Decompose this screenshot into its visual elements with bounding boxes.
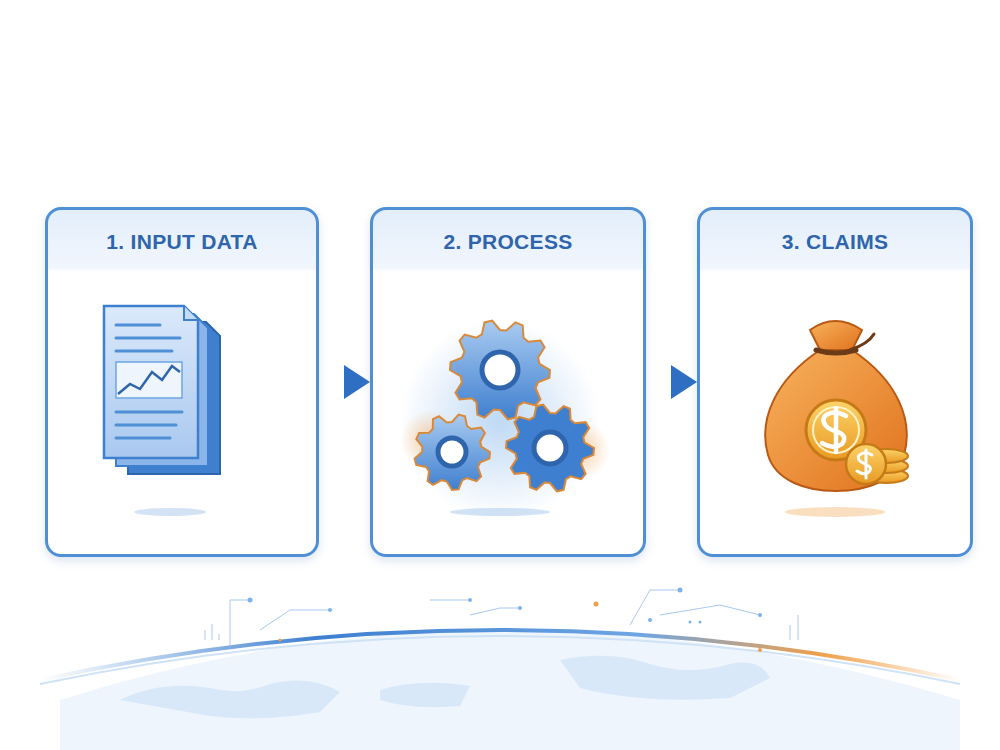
arrow-head [344, 365, 370, 399]
flow-arrow [319, 372, 346, 392]
flow-arrow [646, 372, 673, 392]
step-title: 3. CLAIMS [700, 210, 970, 254]
globe-decoration [40, 588, 960, 750]
step-title: 1. INPUT DATA [48, 210, 316, 254]
step-title: 2. PROCESS [373, 210, 643, 254]
step-box: 2. PROCESS [370, 207, 646, 557]
step-box: 1. INPUT DATA [45, 207, 319, 557]
arrow-head [671, 365, 697, 399]
step-box: 3. CLAIMS [697, 207, 973, 557]
